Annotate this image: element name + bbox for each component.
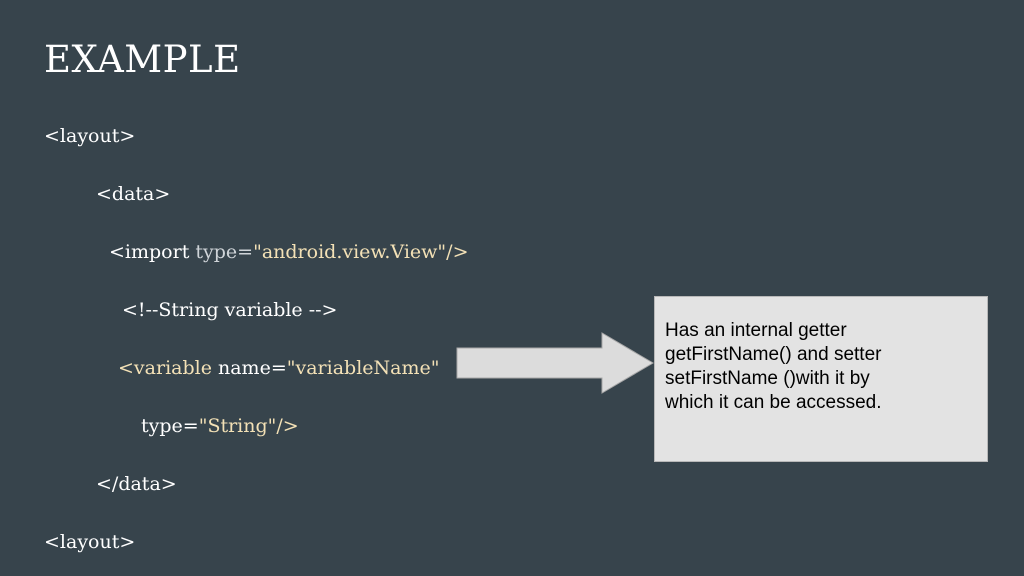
code-line-data-close: </data> — [96, 473, 177, 495]
code-import-attr: type= — [189, 241, 254, 263]
code-variable-attr: name= — [211, 357, 287, 379]
code-variable-tag: <variable — [118, 357, 212, 379]
code-line-data-open: <data> — [96, 183, 171, 205]
callout-box: Has an internal getter getFirstName() an… — [654, 296, 988, 462]
code-import-tag: <import — [109, 241, 190, 263]
code-variable-value: "variableName" — [286, 357, 440, 379]
code-import-value: "android.view.View"/> — [253, 241, 469, 263]
right-arrow-icon — [456, 332, 654, 394]
code-line-comment: <!--String variable --> — [122, 299, 338, 321]
code-line-variable: <variable name="variableName" — [118, 356, 439, 380]
code-line-type: type="String"/> — [141, 414, 299, 438]
code-line-layout-open: <layout> — [44, 125, 136, 147]
callout-line: getFirstName() and setter — [665, 344, 882, 365]
code-line-import: <import type="android.view.View"/> — [109, 240, 469, 264]
code-type-value: "String"/> — [198, 415, 299, 437]
callout-line: which it can be accessed. — [665, 392, 882, 413]
callout-line: setFirstName ()with it by — [665, 368, 870, 389]
code-line-layout-close: <layout> — [44, 531, 136, 553]
code-type-attr: type= — [141, 415, 199, 437]
slide-title: EXAMPLE — [44, 38, 241, 81]
callout-line: Has an internal getter — [665, 320, 847, 341]
